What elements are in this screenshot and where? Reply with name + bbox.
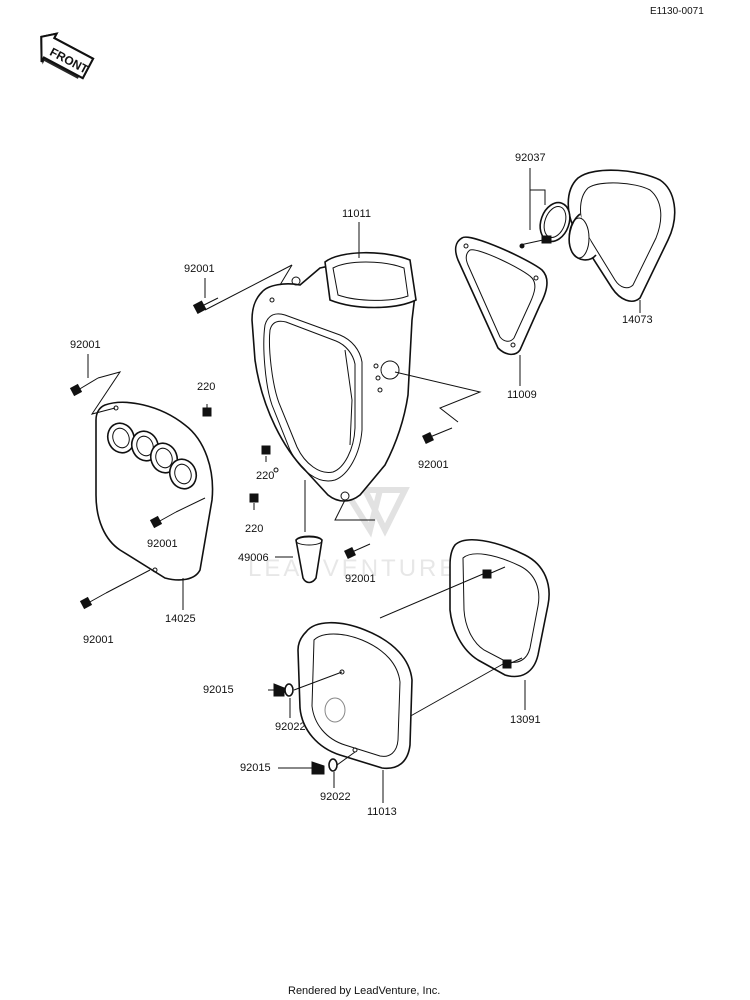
label-14025: 14025 [165, 613, 196, 625]
label-220-a: 220 [197, 381, 215, 393]
label-220-b: 220 [256, 470, 274, 482]
label-11009: 11009 [507, 389, 537, 401]
front-arrow-icon: FRONT [40, 32, 95, 80]
part-92037-clamp [519, 201, 571, 249]
label-92001-right: 92001 [418, 459, 449, 471]
part-11011-airbox [251, 251, 417, 502]
leadventure-watermark: LEADVENTURE [248, 487, 458, 582]
label-92022-upper: 92022 [275, 721, 306, 733]
label-92022-lower: 92022 [320, 791, 351, 803]
part-14073-duct [567, 169, 676, 302]
label-13091: 13091 [510, 714, 541, 726]
screw-92001-cover-mid [149, 497, 206, 529]
watermark-text: LEADVENTURE [248, 555, 458, 582]
label-92015-lower: 92015 [240, 762, 271, 774]
part-14025-cover [95, 401, 214, 581]
clamp-screw-icon [541, 235, 552, 244]
screw-92001-upper [192, 264, 293, 314]
screw-92001-right [394, 371, 482, 444]
screw-220-b [261, 445, 271, 462]
part-11013-filter-cover [297, 621, 413, 770]
label-92001-left-bottom: 92001 [83, 634, 114, 646]
wing-nut-92015-lower [278, 758, 338, 775]
label-14073: 14073 [622, 314, 653, 326]
label-11013: 11013 [367, 806, 397, 818]
label-92015-upper: 92015 [203, 684, 234, 696]
label-92001-upper: 92001 [184, 263, 215, 275]
diagram-code: E1130-0071 [650, 6, 704, 17]
part-13091-frame [449, 539, 550, 678]
screw-92001-bottom [334, 499, 375, 559]
part-11009-gasket [454, 236, 548, 356]
footer-credit: Rendered by LeadVenture, Inc. [288, 985, 440, 997]
label-92037: 92037 [515, 152, 546, 164]
label-49006: 49006 [238, 552, 269, 564]
label-92001-left-top: 92001 [70, 339, 101, 351]
label-92001-bottom: 92001 [345, 573, 376, 585]
screw-220-c [249, 493, 259, 510]
wing-nut-92015-upper [268, 683, 294, 697]
label-11011: 11011 [342, 208, 371, 220]
screw-92001-left-bottom [79, 569, 151, 610]
part-49006-drain [295, 480, 323, 584]
label-220-c: 220 [245, 523, 263, 535]
screw-220-a [202, 404, 212, 417]
screw-92001-left-top [69, 371, 122, 415]
label-92001-cover-mid: 92001 [147, 538, 178, 550]
